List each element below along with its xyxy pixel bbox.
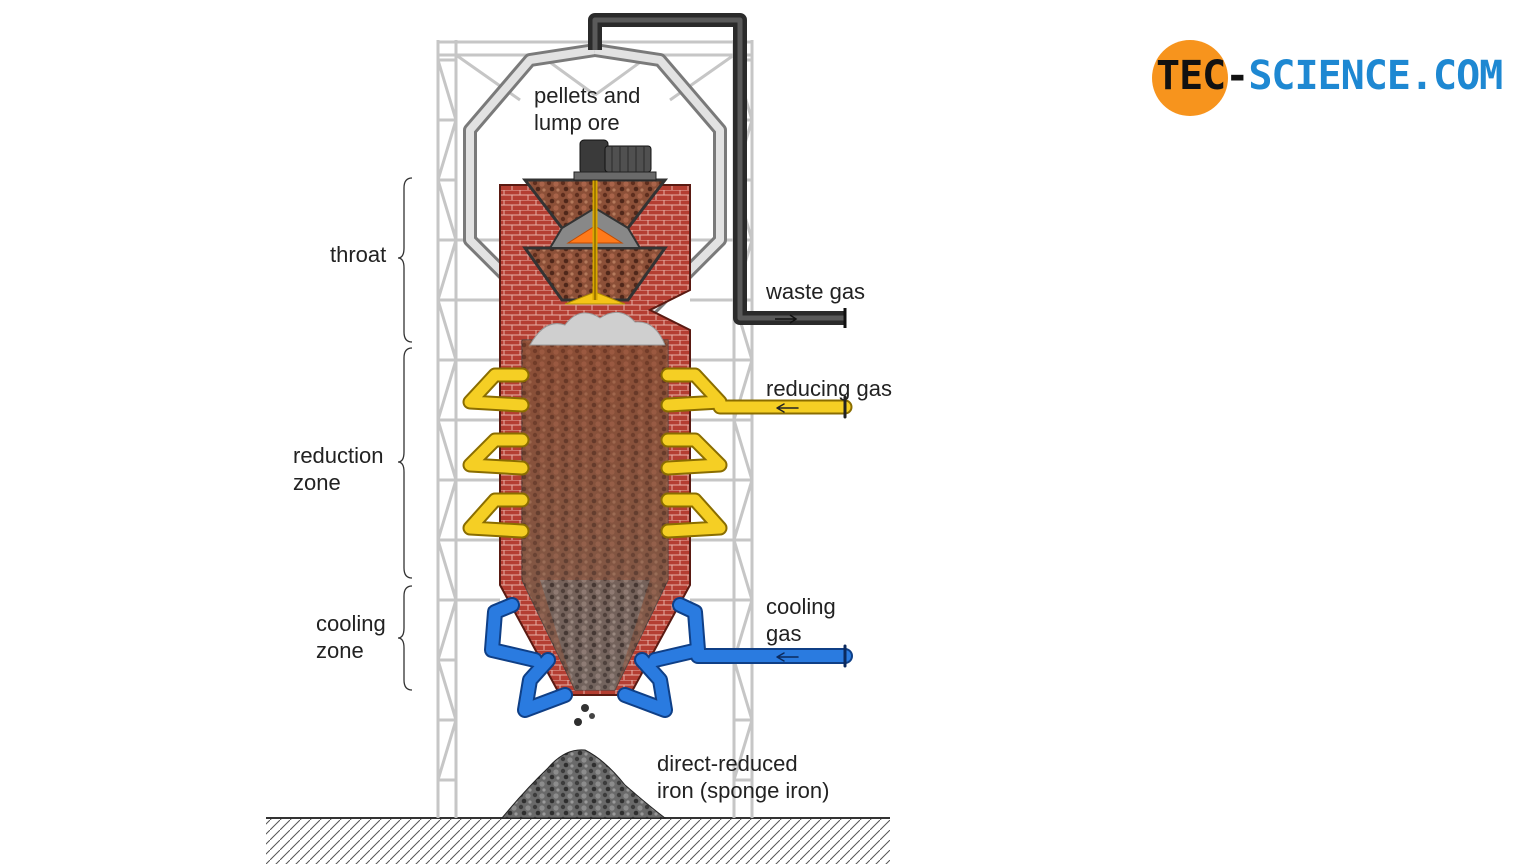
cooling-gas-label: cooling gas [766, 593, 836, 647]
reducing-gas-label: reducing gas [766, 376, 892, 401]
drive-motor [573, 139, 657, 181]
reduction-zone-label-line1: reduction [293, 443, 384, 468]
logo-text-part2: SCIENCE.COM [1248, 53, 1503, 99]
cooling-zone-label: cooling zone [316, 610, 386, 664]
zone-braces [397, 177, 413, 691]
reduction-zone-label-line2: zone [293, 470, 341, 495]
logo-circle [1152, 40, 1228, 116]
gas-cloud [529, 311, 666, 346]
feed-label: pellets and lump ore [534, 82, 640, 136]
product-label-line2: iron (sponge iron) [657, 778, 830, 803]
logo-text: TEC-SCIENCE.COM [1156, 52, 1503, 100]
reducing-gas-tuyeres [462, 367, 853, 539]
feed-label-line2: lump ore [534, 110, 620, 135]
logo-text-part1: TEC- [1156, 53, 1249, 99]
waste-gas-label: waste gas [766, 279, 866, 304]
ground [266, 817, 890, 864]
charging-hoppers [521, 165, 669, 305]
top-gas-duct [463, 13, 847, 328]
product-label: direct-reduced iron (sponge iron) [657, 750, 829, 804]
sponge-iron-pile [500, 704, 667, 819]
reduction-zone-label: reduction zone [293, 442, 384, 496]
tec-science-logo[interactable]: TEC-SCIENCE.COM [1152, 38, 1522, 118]
throat-label: throat [330, 242, 387, 267]
cooling-gas-label-line2: gas [766, 621, 802, 646]
furnace-shell [499, 184, 691, 696]
cooling-zone-label-line1: cooling [316, 611, 386, 636]
product-label-line1: direct-reduced [657, 751, 798, 776]
cooling-gas-nozzles [484, 597, 853, 718]
cooling-gas-label-line1: cooling [766, 594, 836, 619]
feed-label-line1: pellets and [534, 83, 641, 108]
cooling-zone-label-line2: zone [316, 638, 364, 663]
